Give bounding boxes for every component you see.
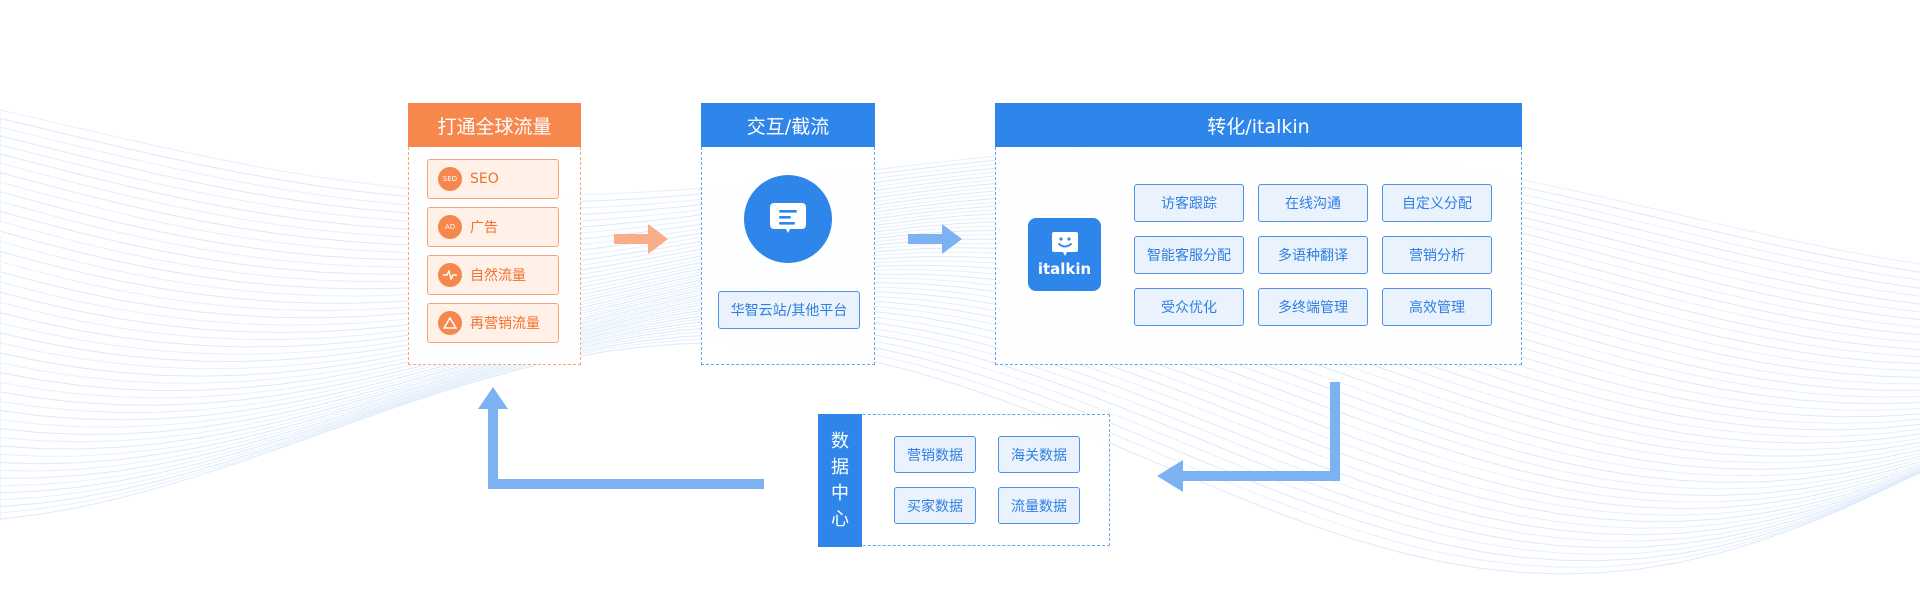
traffic-item-label: SEO (470, 171, 499, 187)
background-wave-line (0, 277, 1920, 477)
traffic-item-seo: SEO SEO (427, 159, 559, 199)
interaction-panel-title: 交互/截流 (701, 103, 875, 147)
background-wave-line (0, 225, 1920, 398)
traffic-item-natural: 自然流量 (427, 255, 559, 295)
feature-tag: 自定义分配 (1382, 184, 1492, 222)
background-wave-line (0, 220, 1920, 391)
background-wave-line (0, 203, 1920, 365)
data-center-title: 数 据 中 心 (818, 414, 862, 547)
background-wave-line (0, 216, 1920, 385)
traffic-item-label: 自然流量 (470, 268, 526, 284)
feature-tag: 多语种翻译 (1258, 236, 1368, 274)
background-wave-line (0, 229, 1920, 405)
flow-arrow-right-icon (908, 224, 962, 254)
feature-tag: 营销分析 (1382, 236, 1492, 274)
data-item-customs: 海关数据 (998, 436, 1080, 473)
background-wave-line (0, 286, 1920, 490)
background-wave-line (0, 198, 1920, 358)
background-wave-line (0, 117, 1920, 273)
background-wave-line (0, 260, 1920, 451)
background-wave-line (0, 264, 1920, 457)
background-wave-line (0, 269, 1920, 464)
pulse-icon (438, 263, 462, 287)
feature-tag: 多终端管理 (1258, 288, 1368, 326)
feature-tag: 受众优化 (1134, 288, 1244, 326)
flow-arrow-right-icon (614, 224, 668, 254)
background-wave-line (0, 126, 1920, 281)
background-wave-line (0, 316, 1920, 536)
background-wave-line (0, 185, 1920, 336)
data-item-buyer: 买家数据 (894, 487, 976, 524)
background-wave-line (0, 180, 1920, 328)
background-wave-line (0, 144, 1920, 297)
background-wave-line (0, 334, 1920, 562)
traffic-panel-body: SEO SEO AD 广告 自然流量 再营销流量 (408, 147, 581, 365)
background-wave-line (0, 109, 1920, 265)
interaction-panel-body: 华智云站/其他平台 (701, 147, 875, 365)
background-wave-line (0, 338, 1920, 568)
traffic-panel: 打通全球流量 SEO SEO AD 广告 自然流量 再营销流量 (408, 103, 581, 365)
traffic-item-label: 广告 (470, 220, 498, 236)
background-wave-line (0, 299, 1920, 510)
data-item-marketing: 营销数据 (894, 436, 976, 473)
data-center-title-char: 据 (831, 456, 849, 478)
chat-message-icon (744, 175, 832, 263)
conversion-panel: 转化/italkin italkin 访客跟踪在线沟通自定义分配智能客服分配多语… (995, 103, 1522, 365)
conversion-panel-body: italkin 访客跟踪在线沟通自定义分配智能客服分配多语种翻译营销分析受众优化… (995, 147, 1522, 365)
data-item-traffic: 流量数据 (998, 487, 1080, 524)
interaction-panel: 交互/截流 华智云站/其他平台 (701, 103, 875, 365)
background-wave-line (0, 308, 1920, 522)
background-wave-line (0, 194, 1920, 351)
background-wave-line (0, 251, 1920, 437)
data-center-title-char: 数 (831, 430, 849, 452)
background-wave-line (0, 295, 1920, 503)
conversion-panel-title: 转化/italkin (995, 103, 1522, 147)
background-wave-line (0, 273, 1920, 470)
smile-chat-icon (1051, 232, 1078, 256)
background-wave-line (0, 162, 1920, 313)
background-wave-line (0, 290, 1920, 497)
data-center-title-char: 中 (831, 482, 849, 504)
triangle-icon (438, 311, 462, 335)
traffic-panel-title: 打通全球流量 (408, 103, 581, 147)
background-wave-line (0, 171, 1920, 321)
data-center-title-char: 心 (831, 508, 849, 530)
italkin-logo: italkin (1028, 218, 1101, 291)
flow-arrow-up-icon (478, 387, 764, 489)
feature-tag: 高效管理 (1382, 288, 1492, 326)
background-wave-line (0, 342, 1920, 575)
data-center-panel: 数 据 中 心 营销数据 海关数据 买家数据 流量数据 (818, 414, 1110, 547)
seo-icon: SEO (438, 167, 462, 191)
flow-arrow-down-left-icon (1157, 382, 1340, 492)
background-wave-line (0, 312, 1920, 529)
traffic-item-label: 再营销流量 (470, 316, 540, 332)
ad-icon: AD (438, 215, 462, 239)
background-wave-line (0, 135, 1920, 289)
background-wave-line (0, 282, 1920, 483)
platform-tag: 华智云站/其他平台 (718, 291, 860, 329)
background-wave-line (0, 256, 1920, 444)
traffic-item-ad: AD 广告 (427, 207, 559, 247)
feature-tag: 在线沟通 (1258, 184, 1368, 222)
traffic-item-retargeting: 再营销流量 (427, 303, 559, 343)
background-wave-line (0, 211, 1920, 378)
background-wave-line (0, 189, 1920, 343)
background-wave-line (0, 329, 1920, 555)
background-wave-line (0, 303, 1920, 516)
background-wave-line (0, 242, 1920, 424)
feature-tag: 智能客服分配 (1134, 236, 1244, 274)
italkin-logo-text: italkin (1037, 260, 1092, 278)
background-wave-line (0, 247, 1920, 431)
background-wave-line (0, 207, 1920, 372)
feature-tag: 访客跟踪 (1134, 184, 1244, 222)
background-wave-line (0, 153, 1920, 305)
background-wave-line (0, 321, 1920, 542)
background-wave-line (0, 325, 1920, 549)
